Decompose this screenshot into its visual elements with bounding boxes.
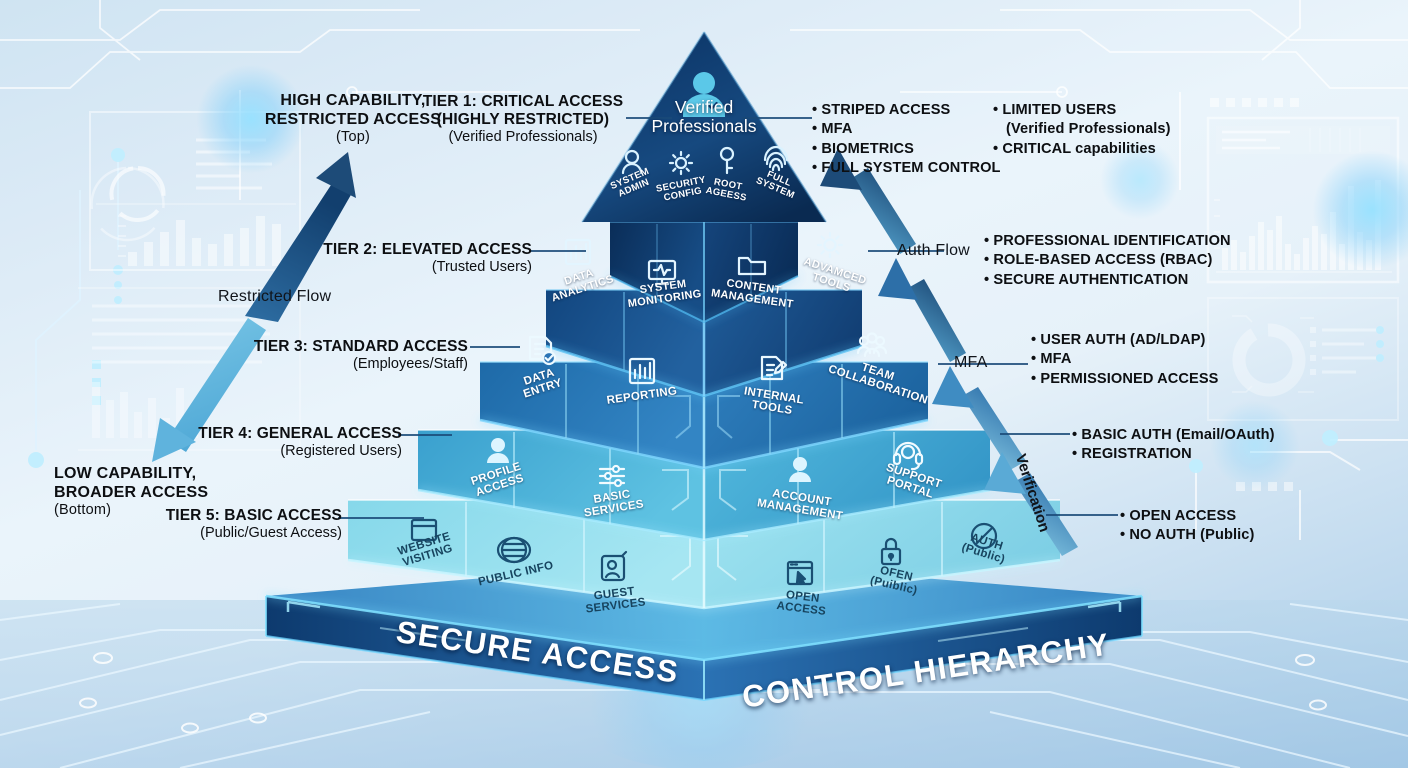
tier-5-annotation[interactable]: TIER 5: BASIC ACCESS (Public/Guest Acces… bbox=[128, 507, 342, 542]
restricted-flow-up-arrow bbox=[245, 152, 356, 322]
broader-access-down-arrow bbox=[152, 318, 266, 462]
monitor-pulse-icon bbox=[647, 259, 677, 286]
tier-4-subtitle: (Registered Users) bbox=[280, 442, 402, 459]
auth-flow-arrow-tier1 bbox=[820, 148, 916, 254]
hud-panel-right-bottom bbox=[1207, 297, 1399, 421]
tier-5-subtitle: (Public/Guest Access) bbox=[200, 524, 342, 541]
bullet-item: • MFA bbox=[1031, 351, 1072, 368]
bullet-item: • MFA bbox=[812, 121, 853, 138]
tier-3-subtitle: (Employees/Staff) bbox=[353, 355, 468, 372]
fingerprint-icon bbox=[763, 145, 789, 172]
tier-5-title: TIER 5: BASIC ACCESS bbox=[165, 507, 342, 524]
tier-1-bullets-left: • STRIPED ACCESS • MFA • BIOMETRICS • FU… bbox=[812, 101, 1001, 179]
tier-2-subtitle: (Trusted Users) bbox=[431, 258, 532, 275]
globe-icon bbox=[496, 536, 532, 564]
edit-document-icon bbox=[760, 355, 788, 381]
headset-icon bbox=[892, 441, 924, 471]
key-icon bbox=[719, 146, 735, 175]
auth-flow-arrow-tier2 bbox=[878, 258, 966, 362]
user-icon bbox=[621, 149, 643, 175]
low-capability-line-2: BROADER ACCESS bbox=[54, 483, 209, 501]
bullet-item: • PERMISSIONED ACCESS bbox=[1031, 370, 1219, 387]
tier-3-title: TIER 3: STANDARD ACCESS bbox=[253, 338, 468, 355]
bullet-item: • NO AUTH (Public) bbox=[1120, 527, 1255, 544]
flow-label-auth-flow: Auth Flow bbox=[897, 242, 970, 259]
flow-label-mfa: MFA bbox=[954, 354, 988, 371]
people-group-icon bbox=[856, 332, 888, 358]
guest-card-icon bbox=[600, 550, 628, 582]
tier-1-bullets-right: • LIMITED USERS (Verified Professionals)… bbox=[993, 101, 1171, 159]
tier-4-block bbox=[417, 429, 991, 542]
pyramid-base-plinth bbox=[265, 560, 1143, 702]
bullet-item: • BASIC AUTH (Email/OAuth) bbox=[1072, 427, 1275, 443]
lock-icon bbox=[880, 537, 902, 566]
window-cursor-icon bbox=[786, 560, 814, 586]
tier-4-title: TIER 4: GENERAL ACCESS bbox=[198, 425, 402, 442]
bullet-item: • CRITICAL capabilities bbox=[993, 140, 1156, 157]
bullet-item: • USER AUTH (AD/LDAP) bbox=[1031, 332, 1206, 348]
low-capability-line-3: (Bottom) bbox=[54, 502, 112, 519]
tier-1-title-2: (HIGHLY RESTRICTED) bbox=[436, 110, 610, 128]
bullet-item: • FULL SYSTEM CONTROL bbox=[812, 160, 1001, 177]
high-capability-line-3: (Top) bbox=[335, 129, 371, 146]
tier-2-annotation[interactable]: TIER 2: ELEVATED ACCESS (Trusted Users) bbox=[318, 241, 532, 276]
tier-1-annotation[interactable]: TIER 1: CRITICAL ACCESS (HIGHLY RESTRICT… bbox=[420, 93, 626, 146]
gear-icon bbox=[668, 150, 694, 176]
user-icon bbox=[789, 457, 811, 482]
tier-1-title: TIER 1: CRITICAL ACCESS bbox=[422, 93, 624, 110]
tier-2-title: TIER 2: ELEVATED ACCESS bbox=[323, 241, 532, 258]
gear-icon bbox=[816, 231, 844, 259]
tier-2-bullets: • PROFESSIONAL IDENTIFICATION • ROLE-BAS… bbox=[984, 232, 1231, 290]
tier-4-bullets: • BASIC AUTH (Email/OAuth) • REGISTRATIO… bbox=[1072, 426, 1275, 465]
browser-window-icon bbox=[410, 518, 438, 542]
tier-1-subtitle: (Verified Professionals) bbox=[448, 128, 598, 145]
high-capability-line-2: RESTRICTED ACCESS bbox=[264, 110, 442, 128]
low-capability-line-1: LOW CAPABILITY, bbox=[54, 465, 197, 482]
tier-3-bullets: • USER AUTH (AD/LDAP) • MFA • PERMISSION… bbox=[1031, 331, 1219, 389]
bullet-item: • REGISTRATION bbox=[1072, 446, 1192, 463]
sliders-icon bbox=[598, 464, 626, 488]
bullet-item: • LIMITED USERS bbox=[993, 102, 1117, 118]
mfa-arrow-tier3 bbox=[932, 366, 1026, 470]
bullet-item: • STRIPED ACCESS bbox=[812, 102, 951, 118]
bullet-item: • PROFESSIONAL IDENTIFICATION bbox=[984, 233, 1231, 249]
bar-chart-icon bbox=[628, 357, 656, 385]
no-entry-icon bbox=[970, 522, 998, 550]
folder-icon bbox=[737, 256, 767, 276]
apex-label: Verified Professionals bbox=[604, 97, 804, 137]
bullet-item: • OPEN ACCESS bbox=[1120, 508, 1237, 524]
leader-lines bbox=[338, 117, 1118, 519]
apex-line-1: Verified bbox=[674, 97, 734, 117]
tier-3-annotation[interactable]: TIER 3: STANDARD ACCESS (Employees/Staff… bbox=[252, 338, 468, 373]
high-capability-line-1: HIGH CAPABILITY, bbox=[280, 92, 426, 109]
user-icon bbox=[487, 438, 509, 463]
corner-label-high-capability: HIGH CAPABILITY, RESTRICTED ACCESS (Top) bbox=[248, 92, 458, 146]
bullet-item: • ROLE-BASED ACCESS (RBAC) bbox=[984, 252, 1213, 269]
verified-user-icon bbox=[683, 72, 725, 117]
bullet-item: • SECURE AUTHENTICATION bbox=[984, 271, 1189, 288]
tier-4-annotation[interactable]: TIER 4: GENERAL ACCESS (Registered Users… bbox=[190, 425, 402, 460]
tier-5-bullets: • OPEN ACCESS • NO AUTH (Public) bbox=[1120, 507, 1254, 546]
document-check-icon bbox=[528, 335, 557, 366]
corner-label-low-capability: LOW CAPABILITY, BROADER ACCESS (Bottom) bbox=[54, 465, 264, 519]
bullet-item: • BIOMETRICS bbox=[812, 140, 914, 157]
bullet-item: (Verified Professionals) bbox=[1006, 121, 1171, 138]
flow-label-restricted-flow: Restricted Flow bbox=[218, 288, 332, 305]
pyramid-apex bbox=[581, 31, 827, 223]
tier-1-block bbox=[609, 221, 799, 324]
apex-line-2: Professionals bbox=[651, 116, 757, 137]
